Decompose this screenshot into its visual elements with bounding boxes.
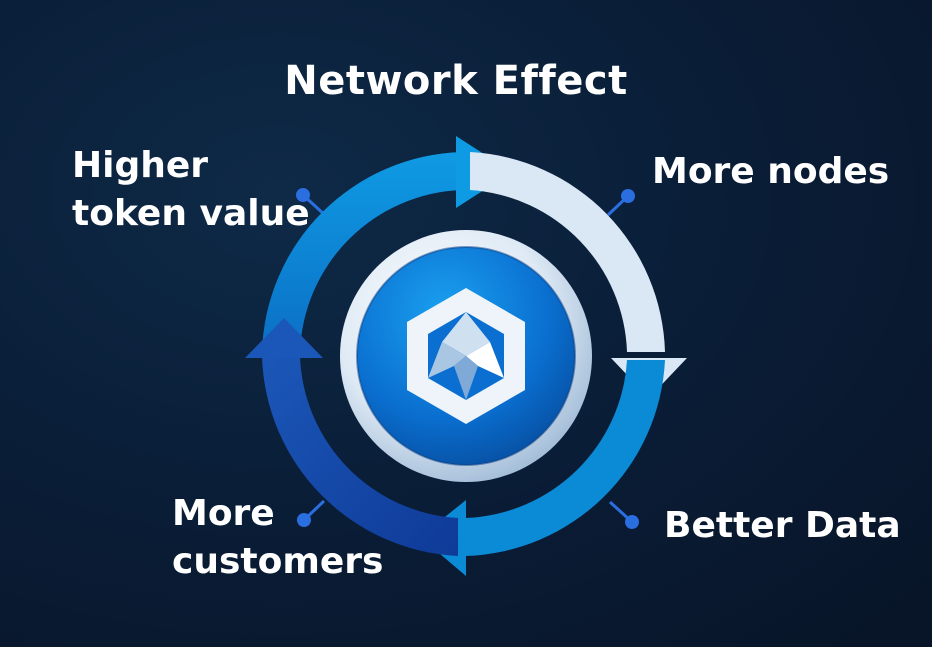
label-line: token value: [72, 193, 310, 234]
label-higher-token-value: Higher token value: [72, 142, 310, 238]
diagram-title: Network Effect: [284, 58, 628, 104]
label-better-data: Better Data: [664, 505, 901, 546]
label-more-customers: More customers: [172, 490, 383, 586]
label-line: customers: [172, 541, 384, 582]
connector-top-right: [606, 189, 635, 217]
connector-bottom-left: [297, 499, 326, 527]
connector-bottom-right: [608, 500, 639, 529]
label-line: Higher: [72, 145, 209, 186]
hexagon-logo-icon: [340, 230, 592, 482]
arrow-more-customers-to-higher-value: [245, 318, 458, 556]
label-line: More: [172, 493, 275, 534]
label-more-nodes: More nodes: [652, 151, 890, 192]
